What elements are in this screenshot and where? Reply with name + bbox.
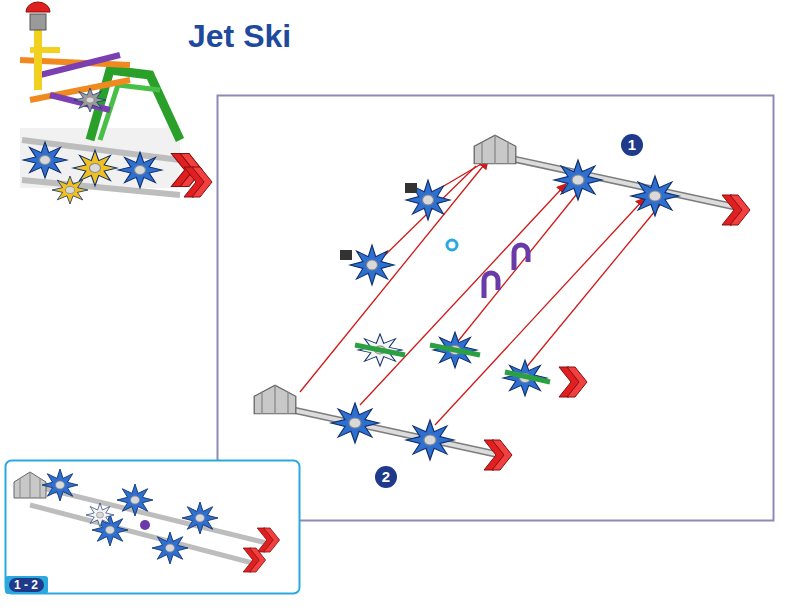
page-title: Jet Ski <box>188 18 291 55</box>
callout-number: 2 <box>375 466 397 488</box>
rods <box>270 155 740 455</box>
callout-number: 1 <box>621 134 643 156</box>
callout-badge <box>621 134 643 156</box>
step-frame <box>218 96 774 521</box>
callout-badge <box>375 466 397 488</box>
inset-frame <box>6 461 300 594</box>
assembly-arrows <box>300 160 660 425</box>
model-picture <box>20 2 212 204</box>
step-range: 1 - 2 <box>9 577 43 593</box>
